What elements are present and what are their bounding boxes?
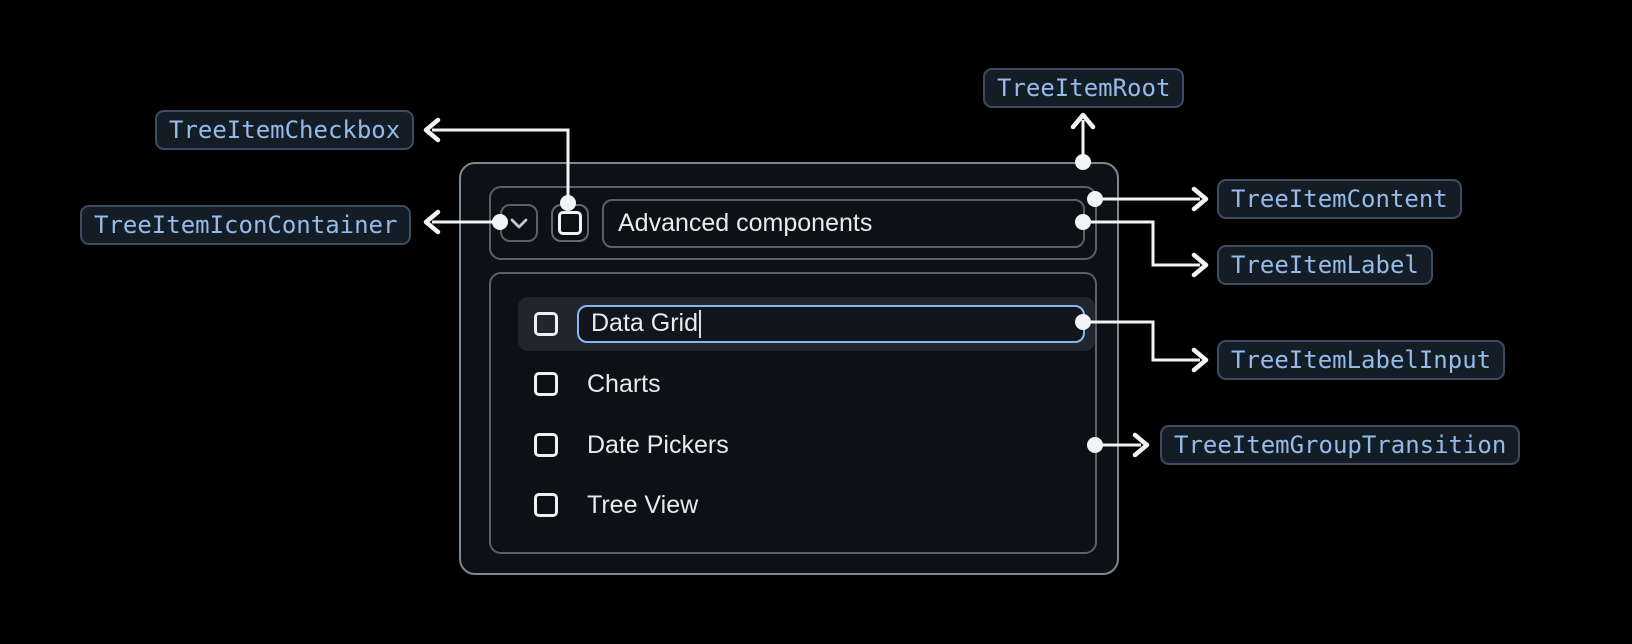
annotation-tree-item-label: TreeItemLabel [1217,245,1433,285]
tree-item-root-box: Advanced components Charts Date Pickers [459,162,1119,575]
label-input-wrap [577,305,1085,343]
tree-item-row[interactable]: Tree View [518,478,1095,532]
annotation-tree-item-group-transition: TreeItemGroupTransition [1160,425,1521,465]
annotation-tree-item-content: TreeItemContent [1217,179,1462,219]
tree-item-label-text: Advanced components [618,208,873,237]
item-checkbox-icon[interactable] [534,493,558,517]
item-checkbox-icon[interactable] [534,433,558,457]
tree-item-label-input[interactable] [577,305,1085,343]
item-checkbox-icon[interactable] [534,312,558,336]
item-label: Date Pickers [587,430,729,459]
tree-item-row-editing[interactable] [518,297,1095,351]
chevron-down-icon [510,218,528,228]
tree-item-row[interactable]: Charts [518,357,1095,411]
tree-item-checkbox[interactable] [551,204,589,242]
annotation-tree-item-root: TreeItemRoot [983,68,1185,108]
tree-item-label-box[interactable]: Advanced components [602,198,1085,248]
item-label: Charts [587,369,661,398]
annotation-tree-item-label-input: TreeItemLabelInput [1217,340,1506,380]
tree-item-content-box[interactable]: Advanced components [489,186,1097,260]
text-caret [699,310,701,338]
item-checkbox-icon[interactable] [534,372,558,396]
checkbox-unchecked-icon [558,211,582,235]
tree-item-row[interactable]: Date Pickers [518,418,1095,472]
annotation-tree-item-icon-container: TreeItemIconContainer [80,205,412,245]
item-label: Tree View [587,490,699,519]
tree-item-group: Charts Date Pickers Tree View [489,272,1097,554]
tree-item-icon-container[interactable] [500,204,538,242]
annotation-tree-item-checkbox: TreeItemCheckbox [155,110,415,150]
